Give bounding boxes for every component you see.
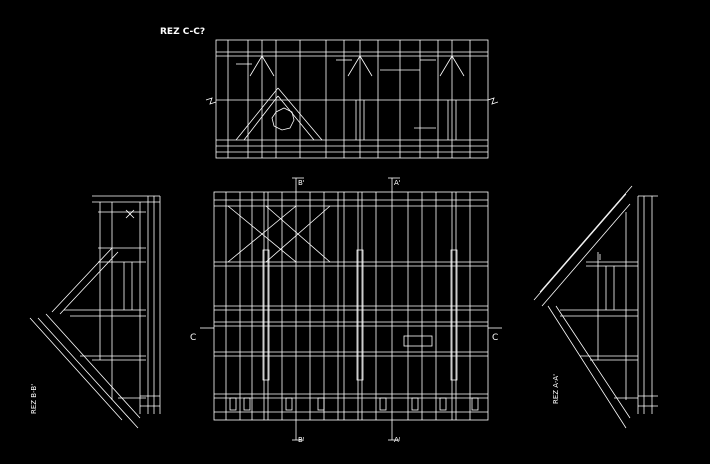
- marker-c-left: C: [190, 333, 196, 343]
- marker-c-right: C: [492, 333, 498, 343]
- section-aa: [533, 185, 658, 429]
- marker-b-top: B': [298, 179, 305, 187]
- section-cc-elevation: [205, 39, 499, 159]
- section-aa-title: REZ A-A': [552, 374, 560, 404]
- marker-a-top: A': [394, 179, 401, 187]
- marker-a-bottom: A': [394, 436, 401, 444]
- section-cc-title: REZ C-C?: [160, 27, 205, 37]
- section-bb-title: REZ B-B': [30, 384, 38, 414]
- section-bb: [29, 195, 161, 429]
- marker-b-bottom: B': [298, 436, 305, 444]
- floor-plan: [200, 177, 502, 441]
